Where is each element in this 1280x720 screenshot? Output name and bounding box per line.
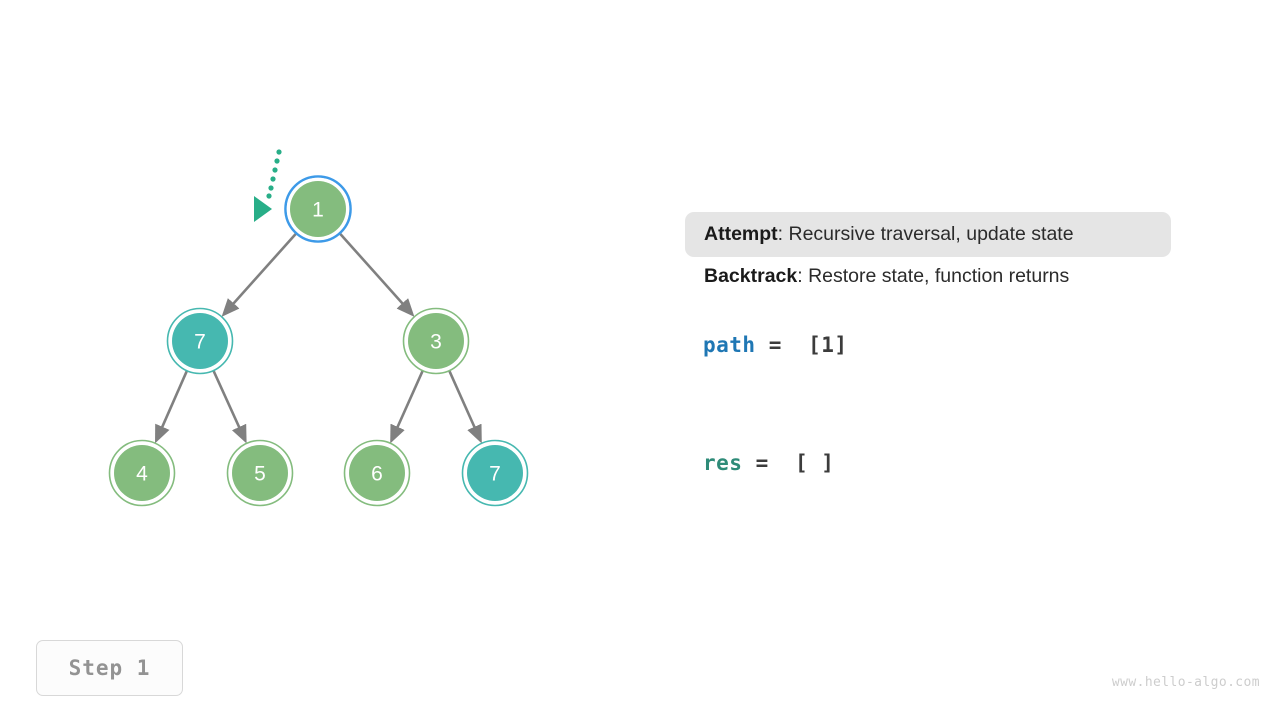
tree-edge (447, 369, 482, 444)
backtrack-text: : Restore state, function returns (797, 265, 1070, 287)
explanation-panel: Attempt: Recursive traversal, update sta… (685, 212, 1245, 287)
tree-node-3: 3 (402, 307, 470, 375)
node-outer-ring (402, 307, 470, 375)
pointer-arrow-icon (254, 196, 272, 222)
tree-node-layer: 1 7 3 4 5 6 7 (108, 175, 529, 507)
pointer-trail-dot (266, 193, 272, 199)
backtrack-line: Backtrack: Restore state, function retur… (704, 265, 1226, 287)
pointer-trail-dot (270, 176, 276, 182)
node-value-label: 6 (371, 463, 383, 486)
backtrack-label: Backtrack (704, 265, 798, 287)
tree-edge (338, 231, 415, 317)
tree-node-4: 4 (108, 439, 176, 507)
tree-node-7: 7 (461, 439, 529, 507)
step-label: Step 1 (68, 656, 151, 680)
node-gap-ring (228, 441, 292, 505)
traversal-pointer (254, 149, 282, 222)
pointer-trail-dot (276, 149, 282, 155)
tree-edge (155, 369, 189, 444)
node-gap-ring (463, 441, 527, 505)
node-gap-ring (286, 177, 350, 241)
res-state-line: res = [ ] (703, 451, 834, 475)
node-value-label: 7 (489, 463, 501, 486)
step-badge: Step 1 (36, 640, 183, 696)
node-outer-ring (461, 439, 529, 507)
node-disc (232, 445, 288, 501)
site-watermark: www.hello-algo.com (1111, 675, 1260, 690)
node-disc (290, 181, 346, 237)
path-variable-name: path (703, 333, 756, 357)
node-disc (408, 313, 464, 369)
attempt-line: Attempt: Recursive traversal, update sta… (704, 223, 1152, 245)
path-value: = [1] (755, 333, 848, 357)
node-value-label: 7 (194, 331, 206, 354)
node-disc (349, 445, 405, 501)
binary-tree-diagram: 1 7 3 4 5 6 7 (108, 149, 529, 507)
pointer-trail-dot (268, 185, 274, 191)
tree-edge-layer (155, 231, 482, 444)
attempt-row: Attempt: Recursive traversal, update sta… (685, 212, 1171, 257)
tree-edge (212, 369, 247, 444)
tree-node-1: 1 (284, 175, 352, 243)
node-gap-ring (168, 309, 232, 373)
res-value: = [ ] (742, 451, 835, 475)
node-disc (467, 445, 523, 501)
res-variable-name: res (703, 451, 743, 475)
tree-node-7: 7 (166, 307, 234, 375)
node-outer-ring (226, 439, 294, 507)
node-value-label: 4 (136, 463, 148, 486)
node-outer-ring (108, 439, 176, 507)
tree-node-5: 5 (226, 439, 294, 507)
node-outer-ring (284, 175, 352, 243)
attempt-text: : Recursive traversal, update state (777, 223, 1074, 245)
pointer-trail-dot (272, 167, 278, 173)
attempt-label: Attempt (704, 223, 778, 245)
pointer-trail-dot (274, 158, 280, 164)
node-disc (172, 313, 228, 369)
node-value-label: 5 (254, 463, 266, 486)
tree-edge (221, 231, 298, 317)
backtrack-row: Backtrack: Restore state, function retur… (685, 257, 1245, 287)
node-gap-ring (110, 441, 174, 505)
node-value-label: 1 (312, 199, 324, 222)
node-outer-ring (343, 439, 411, 507)
path-state-line: path = [1] (703, 333, 848, 357)
node-value-label: 3 (430, 331, 442, 354)
node-outer-ring (166, 307, 234, 375)
tree-node-6: 6 (343, 439, 411, 507)
node-gap-ring (345, 441, 409, 505)
node-disc (114, 445, 170, 501)
tree-edge (390, 369, 425, 444)
node-gap-ring (404, 309, 468, 373)
